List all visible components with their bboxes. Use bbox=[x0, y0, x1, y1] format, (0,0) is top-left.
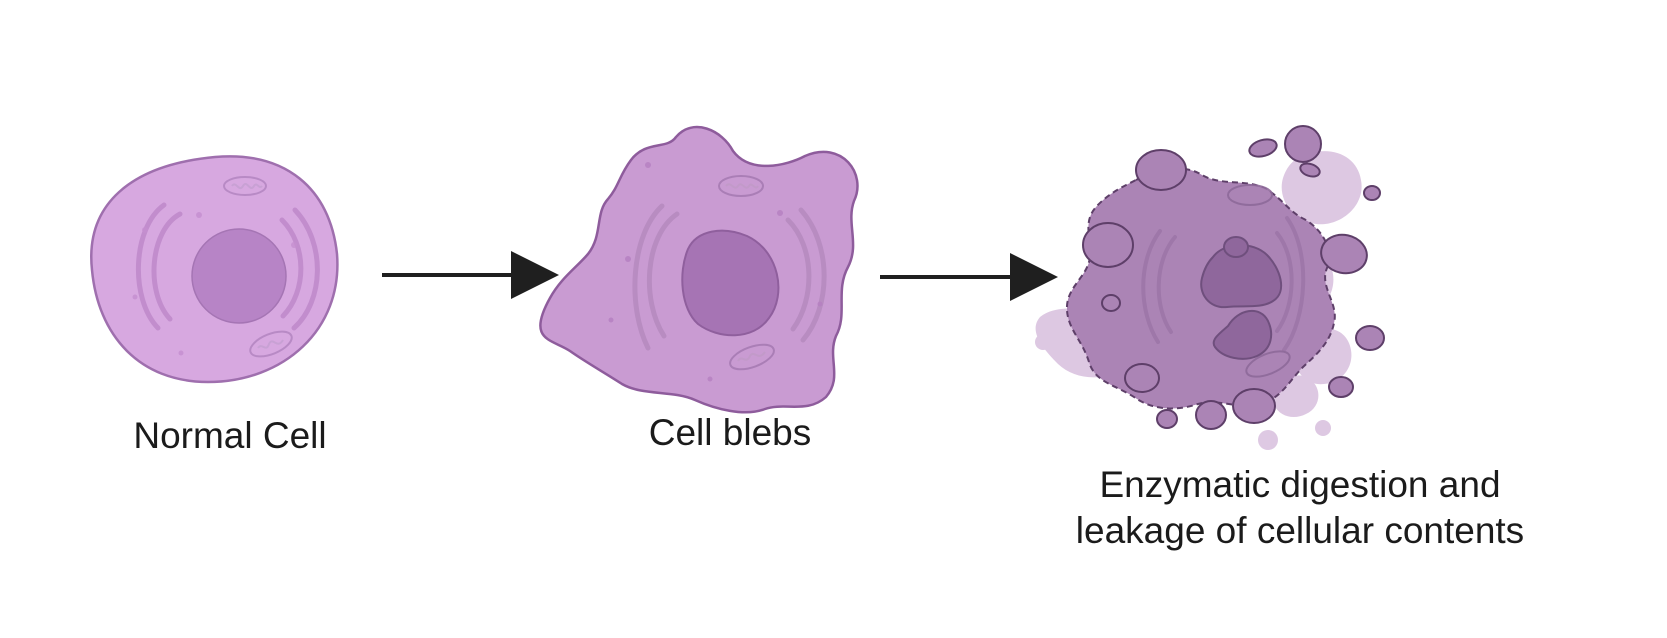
normal-cell-organelles bbox=[135, 202, 320, 331]
enzymatic-digestion-label: Enzymatic digestion and leakage of cellu… bbox=[1020, 462, 1580, 554]
necrotic-mitochondria bbox=[1227, 184, 1291, 378]
normal-cell-label: Normal Cell bbox=[133, 415, 327, 456]
necrotic-organelles bbox=[1141, 216, 1306, 352]
normal-cell-granules bbox=[132, 212, 297, 356]
bleb-cell-organelles bbox=[632, 203, 827, 351]
bleb-cell-nucleus bbox=[681, 229, 780, 337]
leaking-vesicles bbox=[1082, 125, 1385, 430]
fragmented-nucleus bbox=[1200, 236, 1283, 360]
bleb-cell-granules bbox=[608, 162, 823, 382]
bleb-cell-mitochondria bbox=[718, 175, 775, 371]
normal-cell-mitochondria bbox=[223, 176, 293, 358]
enzymatic-digestion-label-line-2: leakage of cellular contents bbox=[1075, 510, 1525, 551]
enzymatic-digestion-label-line-1: Enzymatic digestion and bbox=[1099, 464, 1501, 505]
normal-cell-nucleus bbox=[191, 228, 287, 324]
cell-blebs-label: Cell blebs bbox=[648, 412, 812, 453]
blebbing-cell bbox=[539, 125, 859, 414]
necrotic-cell bbox=[1035, 125, 1385, 450]
normal-cell bbox=[90, 155, 339, 384]
